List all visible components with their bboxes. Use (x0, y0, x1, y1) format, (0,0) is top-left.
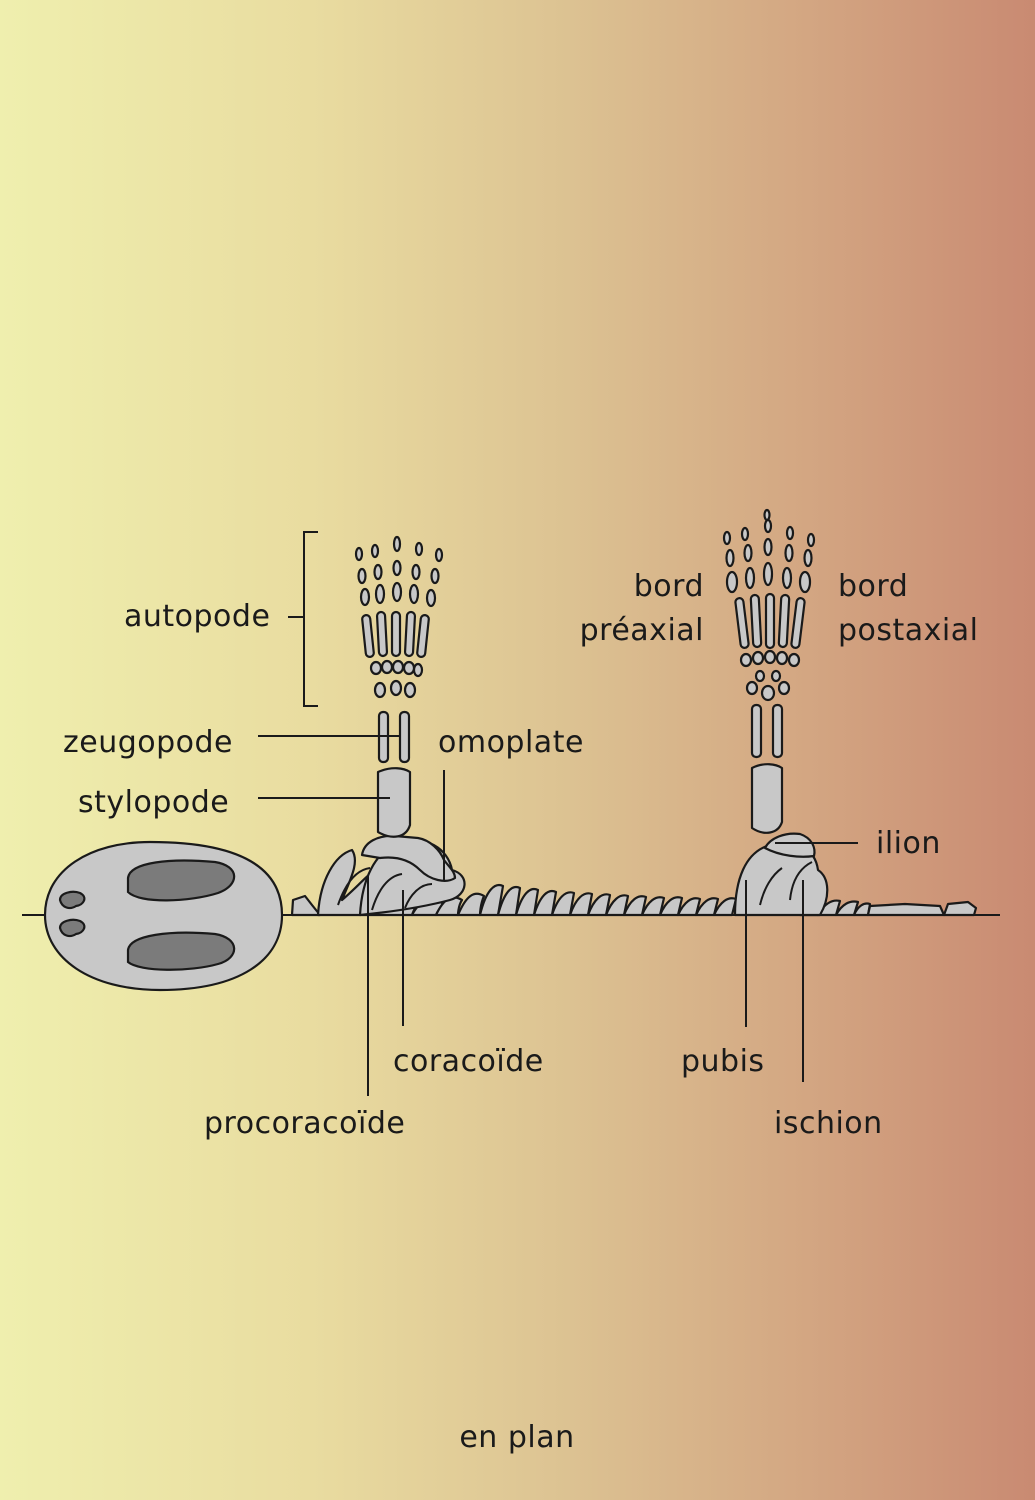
pelvic-girdle (733, 832, 829, 917)
autopode-bones (354, 535, 444, 699)
zeugopode-ulna (398, 710, 411, 764)
label-bord-preaxial-line1: bord (634, 569, 704, 604)
label-omoplate: omoplate (438, 725, 584, 760)
hind-stylopode-bone (750, 763, 784, 834)
hind-zeugopode-tibia (750, 703, 763, 759)
pectoral-girdle (316, 834, 466, 917)
label-autopode: autopode (124, 599, 270, 634)
skull-opening-lower (126, 931, 236, 971)
leader-lines (258, 531, 858, 1096)
autopode-bracket (303, 531, 318, 707)
hindlimb (722, 508, 816, 834)
label-zeugopode: zeugopode (63, 725, 233, 760)
label-coracoide: coracoïde (393, 1044, 544, 1079)
hind-zeugopode-fibula (771, 703, 784, 759)
hind-autopode-bones (722, 508, 816, 702)
label-stylopode: stylopode (78, 785, 229, 820)
label-procoracoide: procoracoïde (204, 1106, 405, 1141)
forelimb (354, 535, 444, 838)
label-ischion: ischion (774, 1106, 883, 1141)
label-ilion: ilion (876, 826, 941, 861)
nostril-upper (58, 890, 86, 910)
label-bord-postaxial-line2: postaxial (838, 613, 978, 648)
skull (43, 840, 284, 992)
stylopode-bone (376, 767, 412, 838)
caption-en-plan: en plan (459, 1420, 574, 1455)
nostril-lower (58, 918, 86, 938)
label-bord-postaxial-line1: bord (838, 569, 908, 604)
label-bord-preaxial-line2: préaxial (580, 613, 704, 648)
label-pubis: pubis (681, 1044, 765, 1079)
skull-opening-upper (126, 859, 236, 902)
